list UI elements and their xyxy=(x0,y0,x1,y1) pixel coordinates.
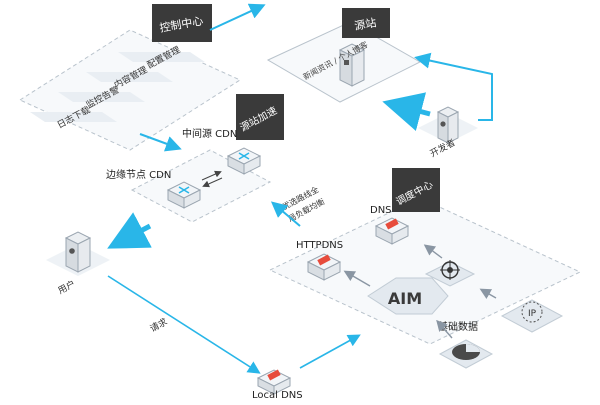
route-note-group: 优选路线全 局负载均衡 xyxy=(280,184,326,224)
developer-publish-line xyxy=(414,52,493,121)
developer-to-origin-arrow xyxy=(382,92,431,131)
schedule-to-cdn-arrow xyxy=(270,201,301,227)
origin-title-tag xyxy=(342,8,390,38)
cdn-acceleration-group: 源站加速 中间源 CDN 边缘节点 CDN xyxy=(106,94,284,223)
httpdns-node[interactable] xyxy=(306,253,342,281)
base-data-label: 基础数据 xyxy=(438,320,478,333)
ip-icon-label: IP xyxy=(528,309,537,319)
user-label: 用户 xyxy=(56,278,78,297)
user-request-line xyxy=(107,275,261,374)
local-dns-label: Local DNS xyxy=(252,390,303,400)
cdn-to-user-arrow xyxy=(107,212,152,249)
dns-node[interactable] xyxy=(374,217,410,245)
basedata-to-aim-arrow xyxy=(436,319,453,339)
user-server-icon xyxy=(64,231,92,273)
sync-arrow-down xyxy=(202,177,223,188)
local-dns-group[interactable] xyxy=(256,369,292,395)
aim-label: AIM xyxy=(388,289,422,308)
control-to-cdn-arrow xyxy=(139,133,182,152)
localdns-to-aim-arrow xyxy=(299,334,361,369)
developer-group: 开发者 xyxy=(418,106,478,160)
base-data-pie-icon xyxy=(438,339,494,369)
target-icon xyxy=(424,260,476,287)
ip-icon: IP xyxy=(500,299,564,333)
scheduling-platform xyxy=(268,197,582,345)
scheduling-center-group: 调度中心 DNS HTTPDNS AIM xyxy=(268,168,582,369)
user-group: 用户 xyxy=(46,231,110,297)
origin-server-icon xyxy=(338,43,366,87)
control-center-group: 控制中心 配置管理 内容管理 监控告警 日志下载 xyxy=(18,4,242,151)
control-center-title-tag xyxy=(152,4,212,42)
dns-label: DNS xyxy=(370,205,392,216)
mid-origin-cdn-label: 中间源 CDN xyxy=(182,127,237,140)
mid-origin-cdn-node[interactable] xyxy=(226,147,262,175)
origin-acceleration-tag xyxy=(236,94,284,140)
control-to-origin-arrow xyxy=(209,3,266,31)
httpdns-label: HTTPDNS xyxy=(296,240,343,251)
origin-site-group: 源站 新闻资讯 / 个人博客 xyxy=(266,8,422,103)
ip-to-aim-arrow xyxy=(479,288,497,300)
scheduling-title-tag xyxy=(392,168,440,212)
edge-node-cdn-node[interactable] xyxy=(166,181,202,209)
developer-server-icon xyxy=(436,106,460,144)
aim-node[interactable]: AIM xyxy=(367,277,449,315)
request-label: 请求 xyxy=(148,316,170,335)
target-to-dns-arrow xyxy=(423,244,443,259)
aim-to-httpdns-arrow xyxy=(343,270,371,287)
origin-title: 源站 xyxy=(353,15,377,33)
sync-arrow-up xyxy=(201,170,222,181)
edge-node-cdn-label: 边缘节点 CDN xyxy=(106,168,171,181)
